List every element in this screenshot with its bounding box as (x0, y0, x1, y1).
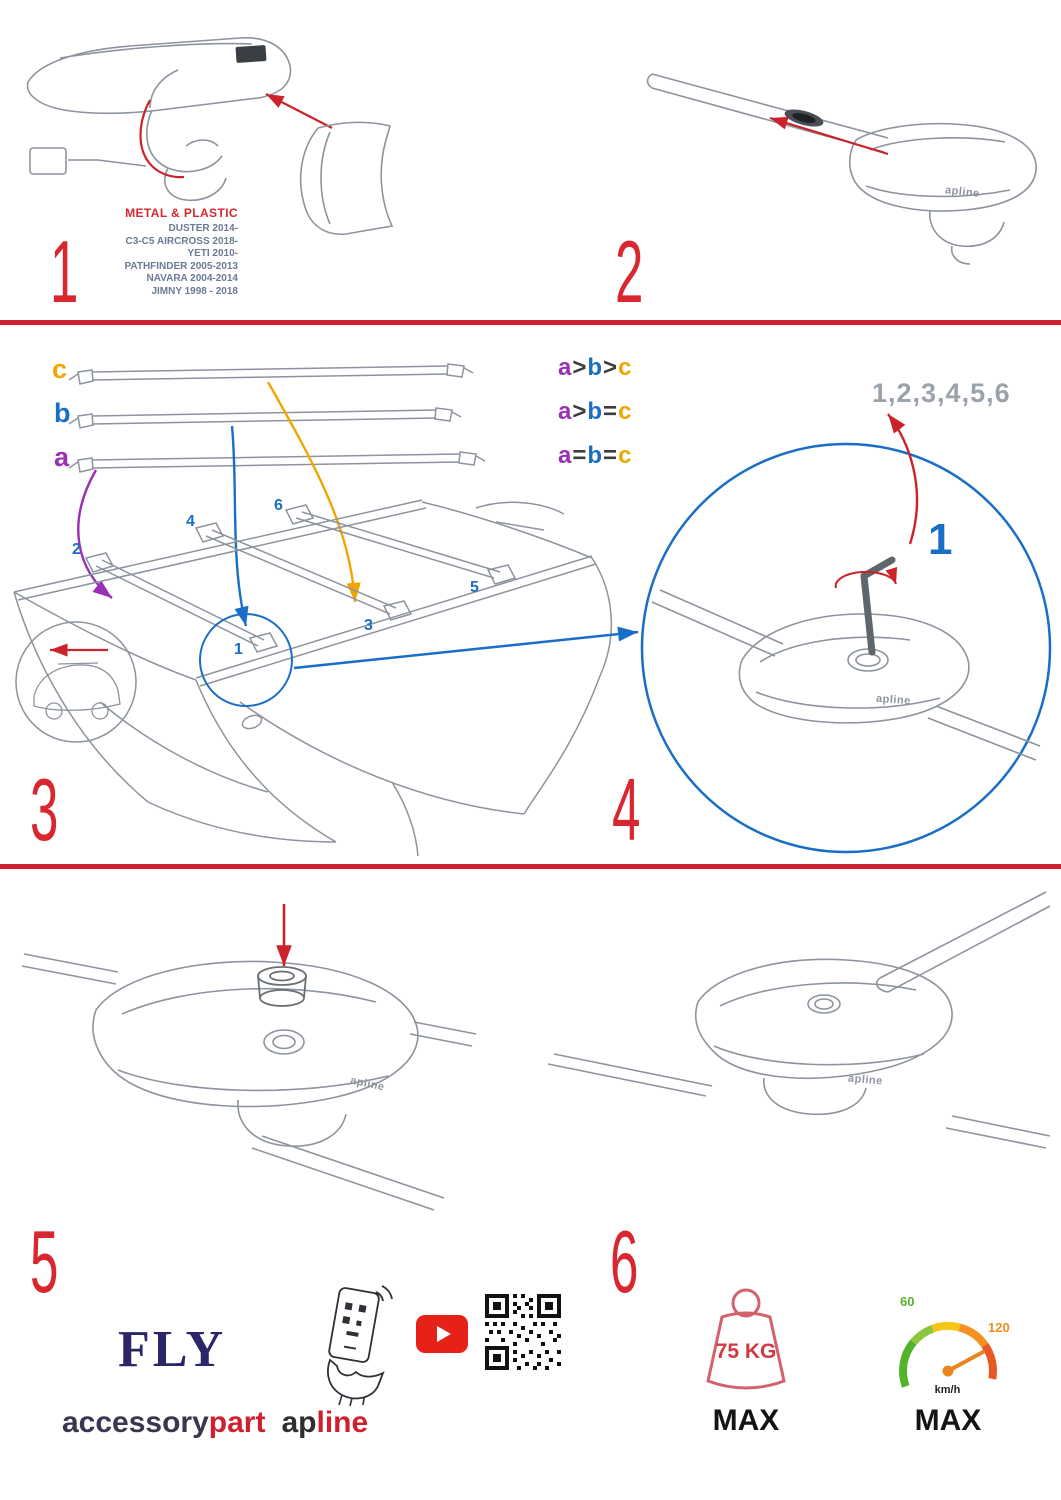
max-weight-value: 75 KG (715, 1340, 777, 1363)
tighten-sequence: 1,2,3,4,5,6 (872, 378, 1011, 408)
step3-step4-illustration (13, 363, 1052, 857)
max-weight-label: MAX (712, 1404, 780, 1437)
legend-a: a (558, 398, 573, 425)
material-label: METAL & PLASTIC (125, 206, 238, 220)
section-divider (0, 864, 1061, 869)
step2-insert-arrow (769, 116, 889, 156)
bar-slot-inner (792, 113, 816, 123)
legend-op: = (603, 442, 619, 469)
bar-label-b: b (54, 398, 71, 428)
bar-c-placement-curve (266, 381, 361, 603)
section-divider (0, 320, 1061, 325)
fly-model-label: FLY (118, 1321, 227, 1378)
compat-model: YETI 2010- (187, 248, 238, 259)
speed-unit-label: km/h (934, 1384, 961, 1396)
zoom-callout-arrow (293, 626, 639, 670)
apline-logo-patch (235, 45, 267, 63)
position-number-5: 5 (470, 579, 479, 596)
legend-op: = (572, 442, 588, 469)
step-5-number: 5 (30, 1212, 59, 1311)
size-legend-row: a>b=c (558, 400, 632, 424)
step-4-number: 4 (612, 760, 641, 859)
legend-op: = (603, 398, 619, 425)
legend-c: c (618, 354, 633, 381)
step-2-number: 2 (615, 222, 644, 321)
legend-a: a (558, 354, 573, 381)
legend-op: > (572, 354, 588, 381)
cover-cap-drawing (257, 966, 307, 1007)
bar-end-drawing (646, 73, 1037, 265)
position-number-4: 4 (186, 513, 195, 530)
qr-code-icon (482, 1291, 564, 1373)
crossbar-set-drawing (68, 363, 486, 473)
bar-label-c: c (52, 354, 68, 384)
legend-b: b (587, 442, 604, 469)
speedometer-needle (946, 1350, 985, 1373)
step5-step6-illustration (21, 891, 1051, 1211)
legend-b: b (587, 398, 604, 425)
bar-b-placement-curve (230, 425, 249, 627)
position-number-3: 3 (364, 617, 373, 634)
position-number-6: 6 (274, 497, 283, 514)
legend-a: a (558, 442, 573, 469)
sequence-callout-arrow (887, 413, 919, 545)
brand-line: line (316, 1406, 369, 1439)
car-direction-inset (15, 621, 137, 743)
position-number-2: 2 (72, 541, 81, 558)
compat-model: DUSTER 2014- (168, 223, 238, 234)
step1-red-markings (139, 93, 333, 179)
legend-c: c (618, 398, 633, 425)
bar-a-placement-curve (77, 469, 113, 599)
assembled-foot-drawing (547, 891, 1051, 1149)
legend-op: > (603, 354, 619, 381)
legend-op: > (572, 398, 588, 425)
bar-label-a: a (54, 442, 70, 472)
cover-piece-drawing (299, 121, 394, 235)
step1-step2-illustration (26, 37, 1037, 265)
zoom-position-label: 1 (928, 515, 953, 564)
zoom-foot-drawing (651, 589, 1041, 761)
foot-clamp-drawing (26, 37, 292, 202)
car-roof-drawing (13, 499, 613, 857)
cap-insertion-drawing (21, 953, 477, 1211)
zoom-circle (640, 442, 1052, 854)
legend-b: b (587, 354, 604, 381)
brand-part: part (208, 1406, 266, 1439)
allen-key-drawing (860, 556, 896, 656)
speed-low-label: 60 (900, 1294, 915, 1309)
position-number-1: 1 (234, 641, 243, 658)
compatibility-block: METAL & PLASTIC DUSTER 2014- C3-C5 AIRCR… (70, 206, 238, 298)
compat-model: JIMNY 1998 - 2018 (151, 285, 238, 297)
legend-c: c (618, 442, 633, 469)
weight-icon (706, 1288, 786, 1390)
size-legend-row: a=b=c (558, 444, 632, 468)
brand-ap: ap (281, 1406, 317, 1439)
phone-scan-icon (327, 1285, 393, 1407)
position-1-highlight-circle (199, 613, 293, 707)
max-speed-label: MAX (914, 1404, 982, 1437)
apline-logo-on-foot: apline (875, 692, 912, 708)
rotation-arrow (834, 566, 898, 589)
size-legend-row: a>b>c (558, 356, 632, 380)
speed-high-label: 120 (988, 1320, 1010, 1335)
youtube-icon (416, 1315, 468, 1353)
compat-model: PATHFINDER 2005-2013 (124, 260, 238, 272)
compat-model: NAVARA 2004-2014 (146, 273, 238, 284)
step-1-number: 1 (50, 222, 79, 321)
step-3-number: 3 (30, 760, 59, 859)
compat-model: C3-C5 AIRCROSS 2018- (125, 235, 238, 247)
speedometer-icon (898, 1321, 997, 1388)
step-6-number: 6 (610, 1212, 639, 1311)
brand-accessory: accessory (62, 1406, 209, 1439)
